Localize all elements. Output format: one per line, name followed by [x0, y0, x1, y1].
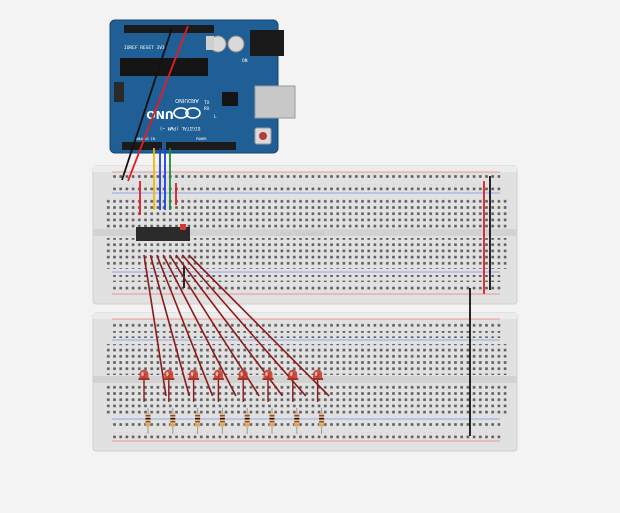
led-2[interactable]	[163, 369, 175, 381]
signal-wire-3[interactable]	[156, 254, 214, 397]
terminal-strip-bottom-b[interactable]	[104, 385, 508, 416]
signal-wire-8[interactable]	[188, 254, 330, 397]
power-rail-bottom-3[interactable]	[112, 422, 502, 429]
tx-label: TX	[204, 100, 210, 106]
resistor-4[interactable]	[219, 408, 225, 434]
uno-label: UNO	[146, 108, 174, 121]
resistor-2[interactable]	[170, 408, 176, 434]
power-rail-bottom-4[interactable]	[112, 432, 502, 439]
power-rail-top-1[interactable]	[112, 174, 502, 181]
analog-label: ANALOG IN	[136, 137, 155, 141]
power-header[interactable]	[166, 142, 236, 150]
led-3[interactable]	[188, 369, 200, 381]
terminal-strip-top-a[interactable]	[104, 197, 508, 228]
power-rail-top-4[interactable]	[112, 285, 502, 292]
resistor-3[interactable]	[195, 408, 201, 434]
breadboard-top[interactable]: COOL TEKNIKEN	[92, 165, 518, 305]
power-rail-top-2[interactable]	[112, 184, 502, 191]
wire-red-arduino[interactable]	[127, 25, 189, 182]
led-8[interactable]	[312, 369, 324, 381]
resistor-6[interactable]	[269, 408, 275, 434]
header-left-label: IOREF RESET 3V3	[124, 45, 165, 51]
power-jack[interactable]	[250, 30, 284, 56]
resistor-8[interactable]	[319, 408, 325, 434]
breadboard-watermark: COOL TEKNIKEN	[276, 231, 325, 238]
led-5[interactable]	[237, 369, 249, 381]
led-4[interactable]	[212, 369, 224, 381]
power-label: POWER	[196, 137, 207, 141]
signal-wire-4[interactable]	[162, 254, 237, 397]
l-label: L	[214, 114, 217, 120]
arduino-logo	[173, 107, 201, 119]
power-rail-top-3[interactable]	[112, 275, 502, 282]
arduino-brand-label: ARDUINO	[175, 97, 199, 103]
signal-wire-2[interactable]	[149, 254, 191, 397]
signal-wire-7[interactable]	[181, 254, 307, 397]
terminal-strip-top-b[interactable]	[104, 238, 508, 269]
wire-black-arduino[interactable]	[121, 27, 173, 181]
power-rail-bottom-2[interactable]	[112, 331, 502, 338]
digital-label: DIGITAL (PWM ~)	[160, 125, 201, 131]
resistor-7[interactable]	[294, 408, 300, 434]
led-7[interactable]	[287, 369, 299, 381]
signal-wire-1[interactable]	[143, 254, 167, 397]
usb-port[interactable]	[254, 85, 296, 119]
on-label: ON	[242, 58, 248, 64]
power-rail-bottom-1[interactable]	[112, 321, 502, 328]
capacitor-2	[227, 35, 245, 53]
led-6[interactable]	[262, 369, 274, 381]
resistor-5[interactable]	[244, 408, 250, 434]
terminal-strip-bottom-a[interactable]	[104, 344, 508, 375]
resistor-1[interactable]	[145, 408, 151, 434]
digital-header[interactable]	[124, 25, 214, 33]
led-1[interactable]	[138, 369, 150, 381]
atmega-chip	[120, 58, 208, 76]
shift-register-ic[interactable]	[136, 224, 190, 241]
rx-label: RX	[204, 106, 210, 112]
